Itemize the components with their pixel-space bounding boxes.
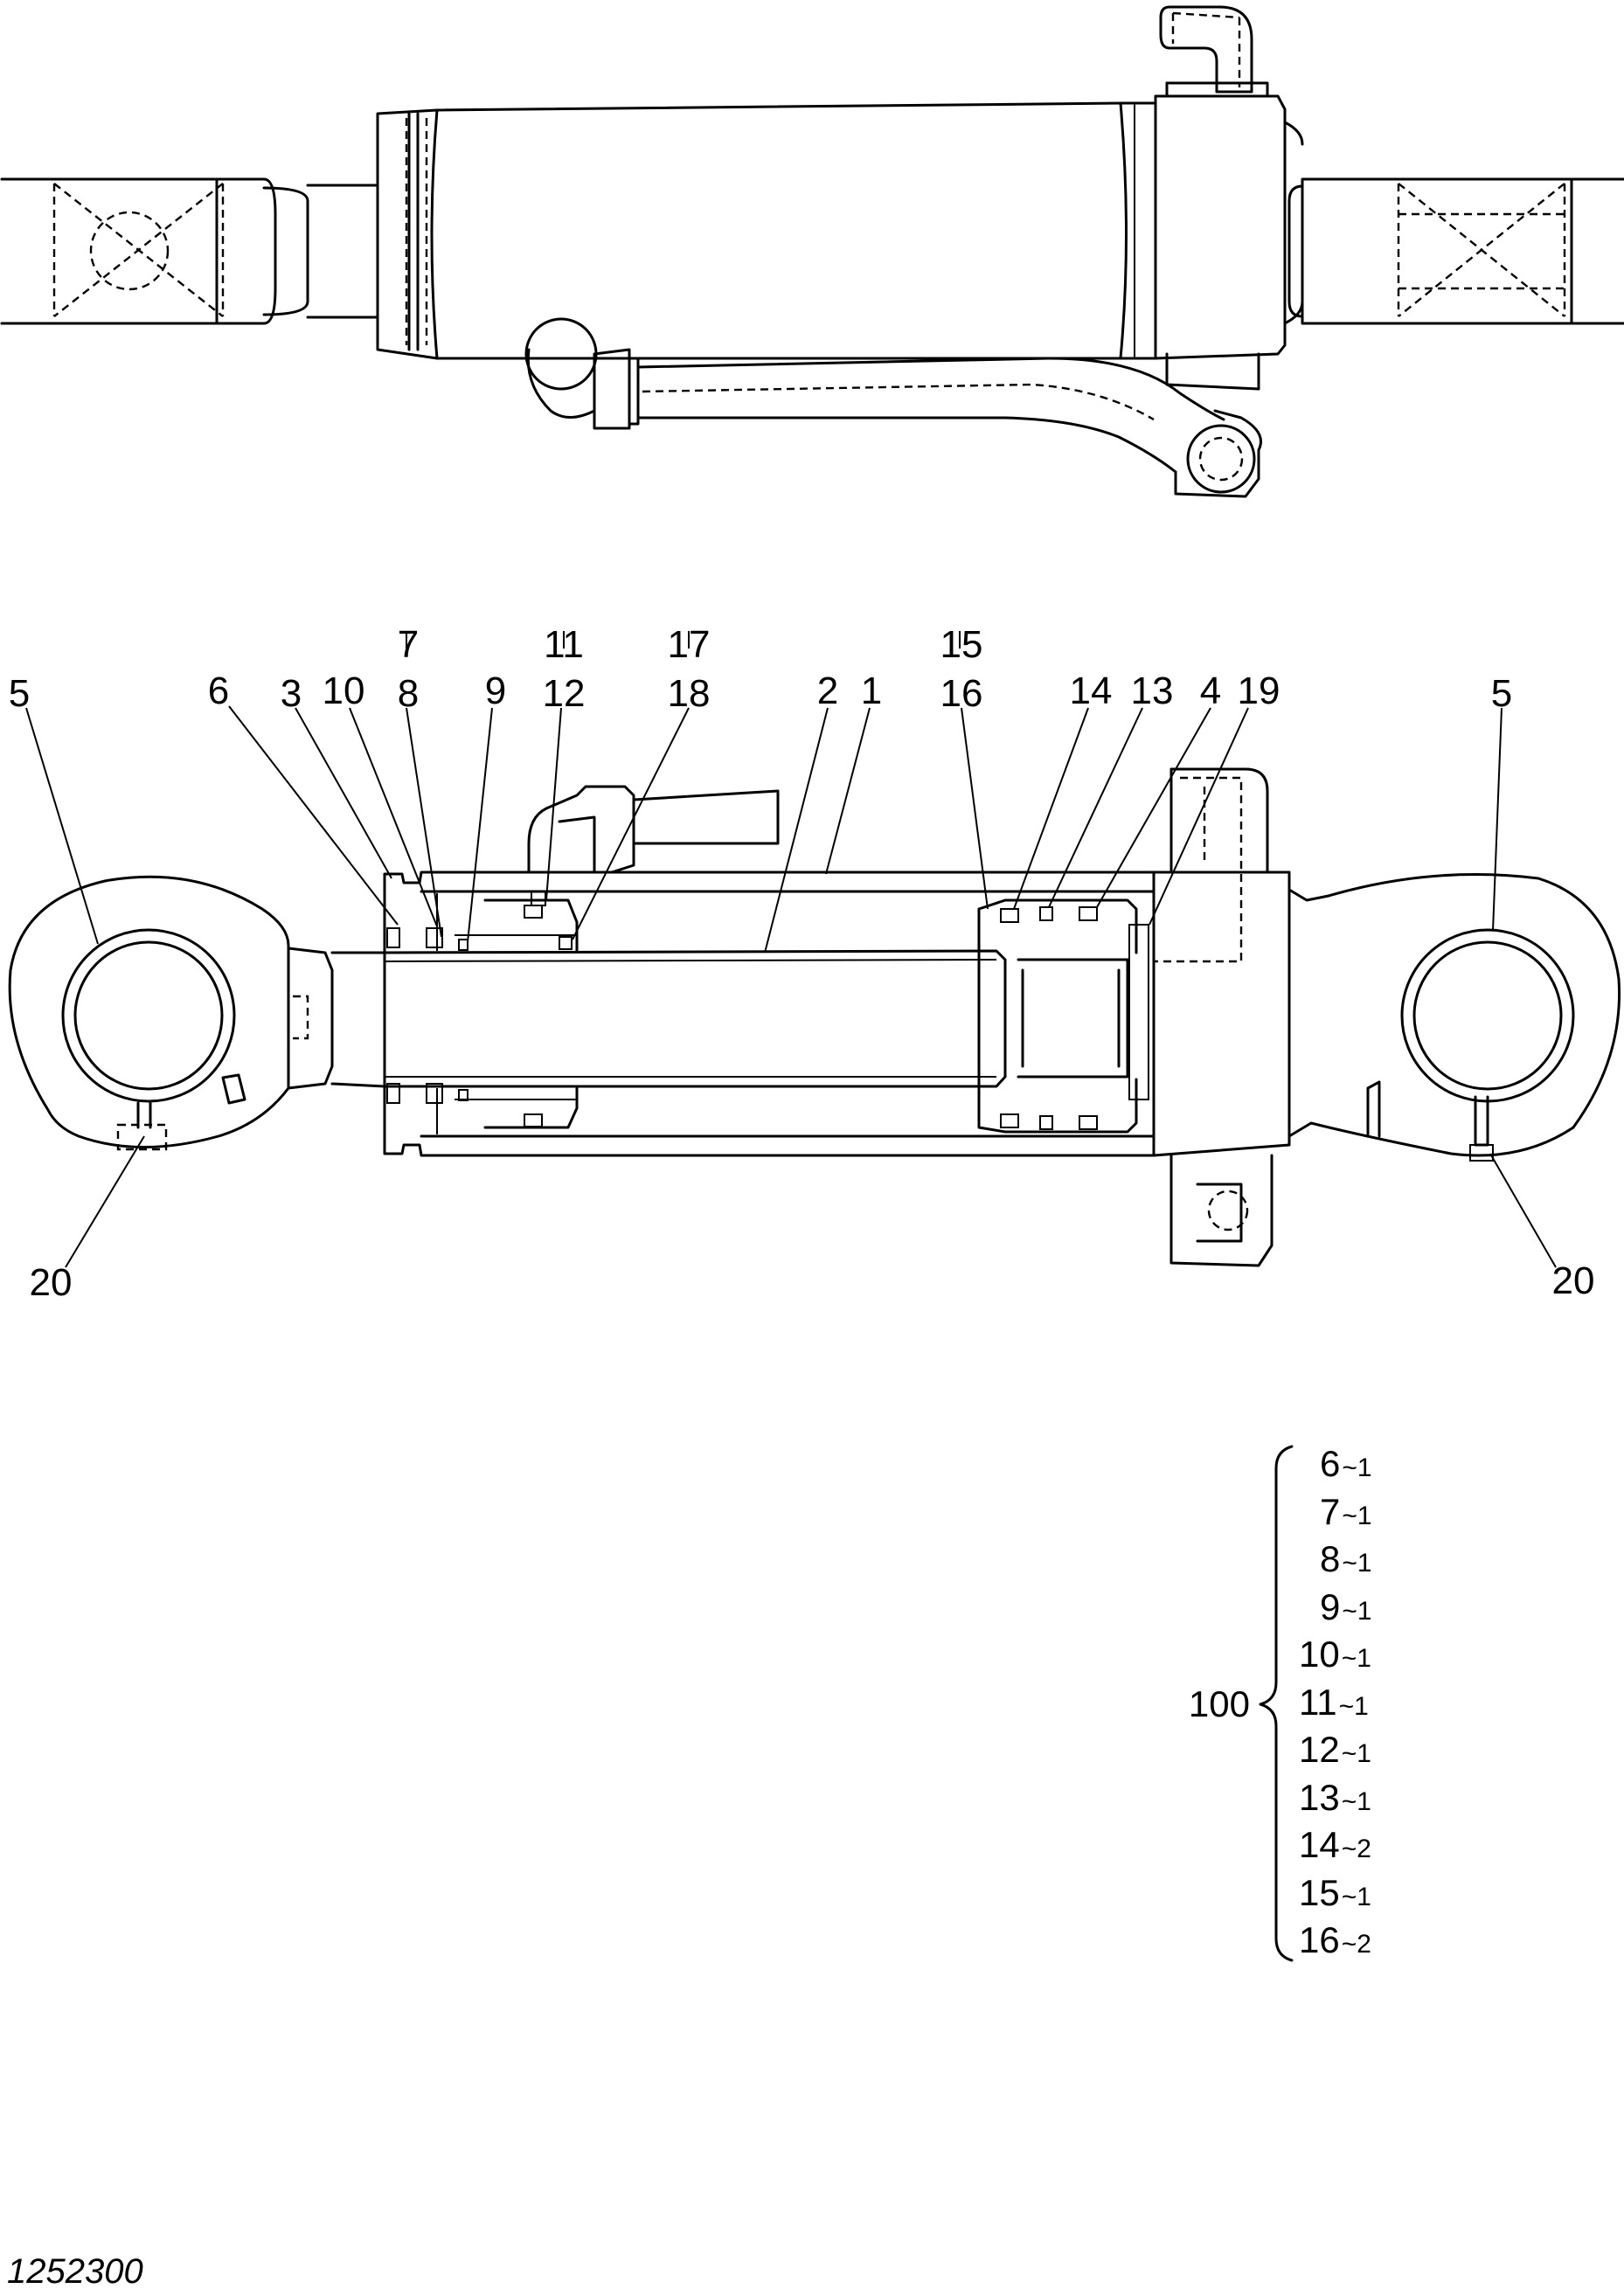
callout-2: 2	[817, 669, 838, 712]
callout-13: 13	[1131, 669, 1174, 712]
callout-8: 8	[398, 672, 419, 715]
callout-3: 3	[281, 672, 302, 715]
callout-19: 19	[1238, 669, 1280, 712]
kit-item: 16~2	[1299, 1919, 1371, 1960]
kit-items: 6~1 7~1 8~1 9~1 10~1 11~1 12~1 13~1 14~2…	[1299, 1443, 1372, 1960]
kit-item: 6~1	[1320, 1443, 1372, 1484]
right-rod-end	[1283, 121, 1624, 325]
kit-item: 10~1	[1299, 1634, 1371, 1675]
callouts: 7 8 11 12 17 18 15 16 5 6 3 10 9 2 1 14 …	[9, 623, 1595, 1304]
left-rod-end	[0, 177, 379, 325]
callout-5-left: 5	[9, 672, 30, 715]
callout-11: 11	[544, 623, 584, 666]
section-port-elbow	[527, 785, 780, 906]
kit-item: 14~2	[1299, 1824, 1371, 1865]
external-tube	[524, 317, 1262, 498]
kit-item: 8~1	[1320, 1538, 1372, 1579]
callout-20-left: 20	[30, 1261, 73, 1304]
callout-12: 12	[543, 672, 586, 715]
kit-number: 100	[1189, 1683, 1250, 1724]
kit-brace	[1259, 1445, 1294, 1962]
callout-20-right: 20	[1552, 1259, 1595, 1302]
top-port-elbow	[1159, 5, 1253, 94]
callout-14: 14	[1070, 669, 1113, 712]
right-eye	[1287, 873, 1621, 1162]
kit-item: 15~1	[1299, 1872, 1371, 1913]
cylinder-barrel	[376, 81, 1287, 360]
callout-6: 6	[208, 669, 229, 712]
callout-9: 9	[485, 669, 506, 712]
callout-17: 17	[668, 623, 711, 666]
exterior-view	[0, 5, 1624, 498]
callout-1: 1	[861, 669, 882, 712]
callout-15: 15	[940, 623, 983, 666]
callout-4: 4	[1200, 669, 1221, 712]
kit-item: 13~1	[1299, 1777, 1371, 1818]
callout-16: 16	[940, 672, 983, 715]
callout-5-right: 5	[1491, 672, 1512, 715]
left-eye	[8, 875, 334, 1151]
drawing-number: 1252300	[7, 2252, 143, 2289]
kit-item: 11~1	[1299, 1682, 1369, 1723]
kit-item: 12~1	[1299, 1729, 1371, 1770]
callout-10: 10	[323, 669, 365, 712]
callout-18: 18	[668, 672, 711, 715]
piston-rod	[330, 949, 1007, 1088]
kit-item: 7~1	[1320, 1491, 1372, 1532]
callout-7: 7	[398, 623, 419, 666]
section-view: 7 8 11 12 17 18 15 16 5 6 3 10 9 2 1 14 …	[8, 623, 1621, 1304]
kit-item: 9~1	[1320, 1586, 1372, 1627]
seal-kit-list: 100 6~1 7~1 8~1 9~1 10~1 11~1 12~1 13~1 …	[1189, 1443, 1372, 1962]
section-barrel	[383, 767, 1291, 1267]
leader-lines	[25, 631, 1557, 1268]
